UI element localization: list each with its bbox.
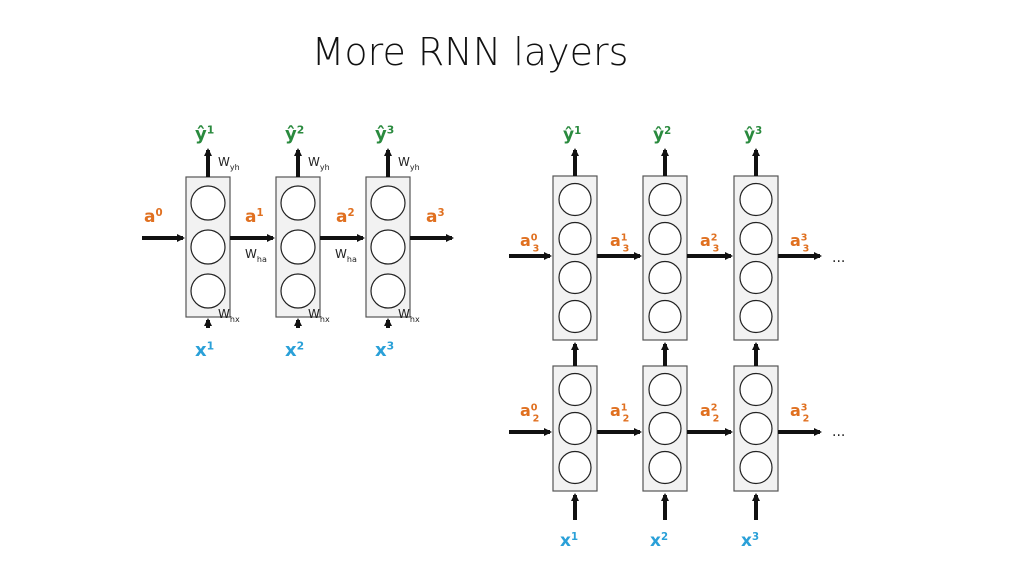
neuron [370,229,406,265]
weight-hx-label: Whx [398,307,420,324]
weight-yh-label: Wyh [218,155,240,172]
activation-label: a2 [336,207,355,227]
weight-yh-label: Wyh [398,155,420,172]
neuron [739,372,773,407]
neuron [558,182,592,217]
output-label: ŷ2 [285,124,304,145]
weight-yh-label: Wyh [308,155,330,172]
input-label: x1 [560,531,578,551]
neuron [190,229,226,265]
neuron [648,411,682,446]
activation-label: a1 [245,207,264,227]
neuron [648,372,682,407]
neuron [280,229,316,265]
input-label: x3 [741,531,759,551]
weight-ha-label: Wha [335,247,357,264]
neuron [739,260,773,295]
slide-title: More RNN layers [311,30,629,74]
neuron [739,182,773,217]
neuron [739,221,773,256]
neuron [648,182,682,217]
neuron [648,221,682,256]
weight-ha-label: Wha [245,247,267,264]
output-label: ŷ2 [653,125,671,145]
neuron [190,185,226,221]
neuron [558,411,592,446]
neuron [558,299,592,334]
neuron [280,273,316,309]
neuron [190,273,226,309]
weight-hx-label: Whx [218,307,240,324]
activation-label: a0 [144,207,163,227]
input-label: x2 [285,340,304,361]
input-label: x3 [375,340,394,361]
neuron [370,273,406,309]
output-label: ŷ1 [195,124,214,145]
ellipsis: ... [832,424,845,440]
neuron [648,299,682,334]
output-label: ŷ3 [744,125,762,145]
output-label: ŷ1 [563,125,581,145]
neuron [558,450,592,485]
activation-label: a3 [426,207,445,227]
neuron [558,260,592,295]
neuron [739,411,773,446]
neuron [739,299,773,334]
ellipsis: ... [832,250,845,266]
neuron [648,450,682,485]
neuron [648,260,682,295]
neuron [370,185,406,221]
neuron [280,185,316,221]
neuron [739,450,773,485]
neuron [558,372,592,407]
neuron [558,221,592,256]
weight-hx-label: Whx [308,307,330,324]
output-label: ŷ3 [375,124,394,145]
input-label: x2 [650,531,668,551]
input-label: x1 [195,340,214,361]
